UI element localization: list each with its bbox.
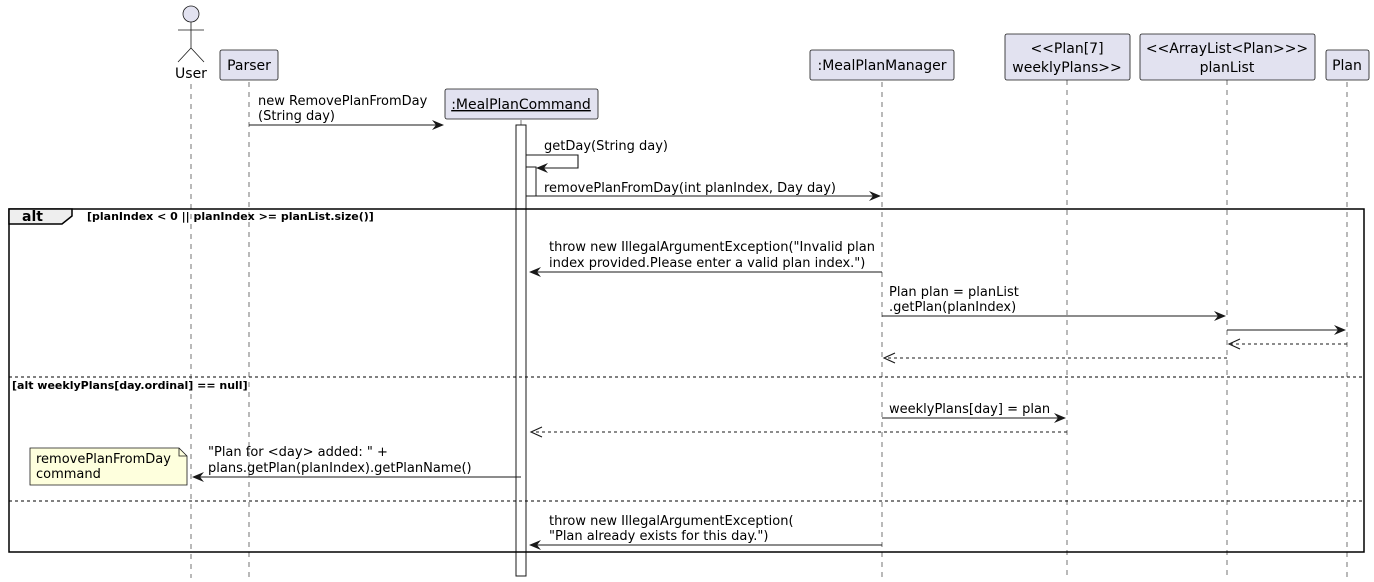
- participant-command-label: :MealPlanCommand: [451, 97, 591, 113]
- note-line2: command: [36, 467, 101, 482]
- arrowhead-open-icon: [529, 426, 543, 438]
- arrowhead-icon: [192, 472, 204, 482]
- arrowhead-icon: [432, 120, 444, 130]
- arrowhead-icon: [1054, 413, 1066, 423]
- participant-user-label: User: [175, 66, 207, 82]
- arrowhead-icon: [536, 163, 548, 173]
- note-box: [29, 447, 188, 486]
- activation-command-nested: [525, 166, 537, 197]
- message-plan-added-line1: "Plan for <day> added: " +: [208, 445, 388, 460]
- message-get-plan-line1: Plan plan = planList: [889, 285, 1019, 300]
- arrowhead-icon: [1214, 311, 1226, 321]
- message-throw-plan-exists-line1: throw new IllegalArgumentException(: [549, 514, 794, 529]
- message-throw-invalid-index-line1: throw new IllegalArgumentException("Inva…: [549, 240, 875, 255]
- arrowhead-icon: [529, 267, 541, 277]
- message-new-remove-plan-line1: new RemovePlanFromDay: [258, 94, 428, 109]
- arrowhead-icon: [869, 191, 881, 201]
- participant-plan-label: Plan: [1332, 58, 1362, 74]
- participant-manager-box: [809, 49, 955, 81]
- activation-command: [515, 124, 527, 577]
- message-get-plan-line2: .getPlan(planIndex): [889, 300, 1016, 315]
- participant-plan-box: [1325, 49, 1370, 81]
- arrowhead-icon: [529, 540, 541, 550]
- participant-plan-list-line1: <<ArrayList<Plan>>>: [1146, 41, 1308, 57]
- message-remove-plan-from-day-label: removePlanFromDay(int planIndex, Day day…: [544, 181, 836, 196]
- participant-plan-list-box: [1139, 33, 1316, 81]
- arrowhead-open-icon: [882, 352, 896, 364]
- participant-weekly-plans-line2: weeklyPlans>>: [1012, 60, 1122, 76]
- participant-command-box: [444, 88, 599, 120]
- message-throw-invalid-index-line2: index provided.Please enter a valid plan…: [549, 256, 865, 271]
- message-new-remove-plan-line2: (String day): [258, 109, 335, 124]
- message-get-day-arrow: [526, 154, 579, 169]
- arrowhead-open-icon: [1227, 338, 1241, 350]
- actor-user-icon: [177, 5, 205, 63]
- note-fold: [178, 448, 187, 457]
- participant-parser-box: [219, 49, 279, 81]
- message-set-weekly-plan-label: weeklyPlans[day] = plan: [889, 402, 1050, 417]
- alt-fragment-frame: [8, 208, 1365, 553]
- participant-parser-label: Parser: [227, 58, 271, 74]
- alt-fragment-keyword: alt: [22, 209, 43, 225]
- alt-fragment-tab: [8, 208, 73, 225]
- arrowhead-icon: [1334, 325, 1346, 335]
- participant-weekly-plans-line1: <<Plan[7]: [1030, 41, 1103, 57]
- alt-guard-1: [planIndex < 0 || planIndex >= planList.…: [87, 210, 374, 223]
- participant-plan-list-line2: planList: [1200, 60, 1255, 76]
- participant-manager-label: :MealPlanManager: [817, 58, 946, 74]
- message-throw-plan-exists-line2: "Plan already exists for this day."): [549, 529, 768, 544]
- message-plan-added-line2: plans.getPlan(planIndex).getPlanName(): [208, 461, 472, 476]
- alt-guard-2: [alt weeklyPlans[day.ordinal] == null]: [12, 379, 248, 392]
- message-get-day-label: getDay(String day): [544, 139, 668, 154]
- participant-weekly-plans-box: [1004, 33, 1131, 81]
- note-line1: removePlanFromDay: [36, 452, 171, 467]
